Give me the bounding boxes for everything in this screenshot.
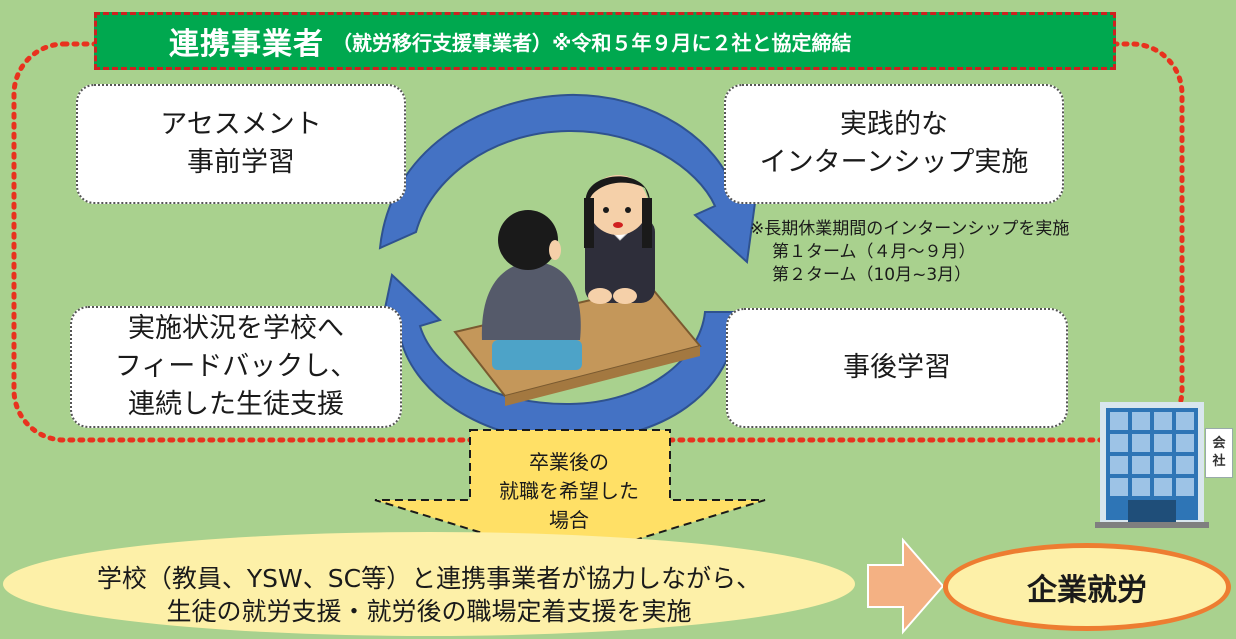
cycle-arrow-top bbox=[378, 93, 759, 265]
down-arrow bbox=[374, 429, 766, 562]
sign-char: 会 bbox=[1212, 436, 1226, 451]
internship-line: 実践的な bbox=[840, 109, 948, 140]
feedback-line: 連続した生徒支援 bbox=[128, 389, 344, 420]
note-line: 第２ターム（10月~3月） bbox=[772, 265, 972, 285]
assessment-line: 事前学習 bbox=[187, 147, 295, 178]
partner-header: 連携事業者 （就労移行支援事業者）※令和５年９月に２社と協定締結 bbox=[94, 12, 1116, 70]
sign-char: 社 bbox=[1212, 454, 1226, 469]
graduation-condition: 卒業後の 就職を希望した 場合 bbox=[474, 448, 664, 535]
feedback-line: 実施状況を学校へ bbox=[128, 313, 344, 344]
condition-line: 場合 bbox=[549, 508, 589, 532]
feedback-line: フィードバックし、 bbox=[114, 351, 358, 382]
internship-line: インターンシップ実施 bbox=[759, 147, 1029, 178]
note-line: 第１ターム（４月～９月） bbox=[772, 242, 976, 262]
internship-note: ※長期休業期間のインターンシップを実施 第１ターム（４月～９月） 第２ターム（1… bbox=[750, 218, 1069, 287]
condition-line: 卒業後の bbox=[529, 450, 609, 474]
review-box: 事後学習 bbox=[726, 308, 1068, 428]
condition-line: 就職を希望した bbox=[499, 479, 639, 503]
consultation-illustration bbox=[453, 175, 702, 406]
company-sign: 会 社 bbox=[1205, 428, 1233, 478]
collaboration-line: 生徒の就労支援・就労後の職場定着支援を実施 bbox=[166, 597, 692, 626]
review-line: 事後学習 bbox=[843, 352, 951, 383]
feedback-box: 実施状況を学校へ フィードバックし、 連続した生徒支援 bbox=[70, 306, 402, 428]
header-title: 連携事業者 bbox=[169, 27, 324, 62]
collaboration-ellipse bbox=[3, 532, 855, 636]
header-subtitle: （就労移行支援事業者）※令和５年９月に２社と協定締結 bbox=[332, 30, 852, 55]
assessment-line: アセスメント bbox=[160, 109, 322, 140]
employment-goal: 企業就労 bbox=[943, 543, 1231, 631]
assessment-box: アセスメント 事前学習 bbox=[76, 84, 406, 204]
collaboration-text: 学校（教員、YSW、SC等）と連携事業者が協力しながら、 生徒の就労支援・就労後… bbox=[0, 562, 858, 628]
building-icon bbox=[1095, 402, 1209, 528]
internship-box: 実践的な インターンシップ実施 bbox=[724, 84, 1064, 204]
right-arrow bbox=[867, 537, 945, 635]
collaboration-line: 学校（教員、YSW、SC等）と連携事業者が協力しながら、 bbox=[96, 564, 762, 593]
note-line: ※長期休業期間のインターンシップを実施 bbox=[750, 219, 1070, 239]
